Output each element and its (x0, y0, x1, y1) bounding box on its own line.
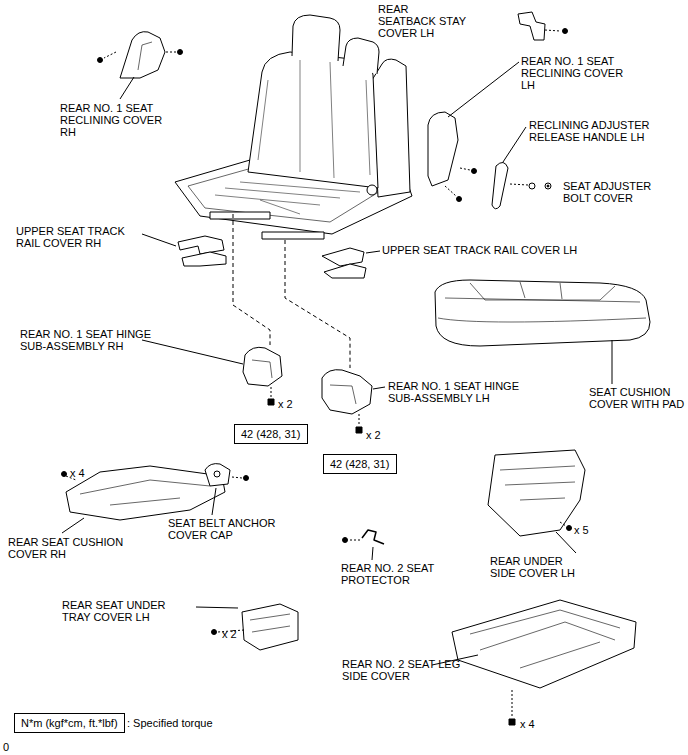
part-name: SEAT ADJUSTER BOLT COVER (563, 180, 653, 204)
box-text: N*m (kgf*cm, ft.*lbf) (21, 717, 118, 729)
quantity-label: x 5 (574, 524, 589, 536)
legend-description: : Specified torque (127, 717, 213, 729)
part-name: REAR NO. 2 SEAT PROTECTOR (341, 562, 441, 586)
quantity-label: x 2 (278, 398, 293, 410)
quantity-label: x 4 (70, 467, 85, 479)
part-name: RECLINING ADJUSTER RELEASE HANDLE LH (529, 119, 651, 143)
quantity-label: x 2 (366, 429, 381, 441)
torque-box: 42 (428, 31) (323, 454, 397, 474)
box-text: 42 (428, 31) (330, 458, 389, 470)
quantity-label: x 2 (222, 628, 237, 640)
quantity-label: x 4 (520, 718, 535, 730)
part-name: REAR NO. 1 SEAT HINGE SUB-ASSEMBLY LH (388, 380, 523, 404)
part-name: UPPER SEAT TRACK RAIL COVER LH (382, 244, 577, 256)
part-name: SEAT CUSHION COVER WITH PAD (589, 386, 688, 410)
part-name: REAR NO. 1 SEAT RECLINING COVER LH (521, 55, 639, 91)
part-name: REAR SEATBACK STAY COVER LH (378, 3, 468, 39)
torque-box: 42 (428, 31) (234, 424, 308, 444)
part-name: REAR NO. 1 SEAT RECLINING COVER RH (60, 102, 178, 138)
part-name: REAR NO. 2 SEAT LEG SIDE COVER (342, 658, 467, 682)
box-text: 42 (428, 31) (241, 428, 300, 440)
part-name: REAR SEAT CUSHION COVER RH (8, 536, 124, 560)
part-name: UPPER SEAT TRACK RAIL COVER RH (16, 225, 128, 249)
part-name: REAR UNDER SIDE COVER LH (490, 555, 582, 579)
part-name: REAR SEAT UNDER TRAY COVER LH (62, 599, 168, 623)
page-mark: 0 (3, 741, 9, 753)
part-name: SEAT BELT ANCHOR COVER CAP (168, 517, 280, 541)
legend-box: N*m (kgf*cm, ft.*lbf): Specified torque (14, 713, 125, 733)
part-name: REAR NO. 1 SEAT HINGE SUB-ASSEMBLY RH (20, 328, 155, 352)
